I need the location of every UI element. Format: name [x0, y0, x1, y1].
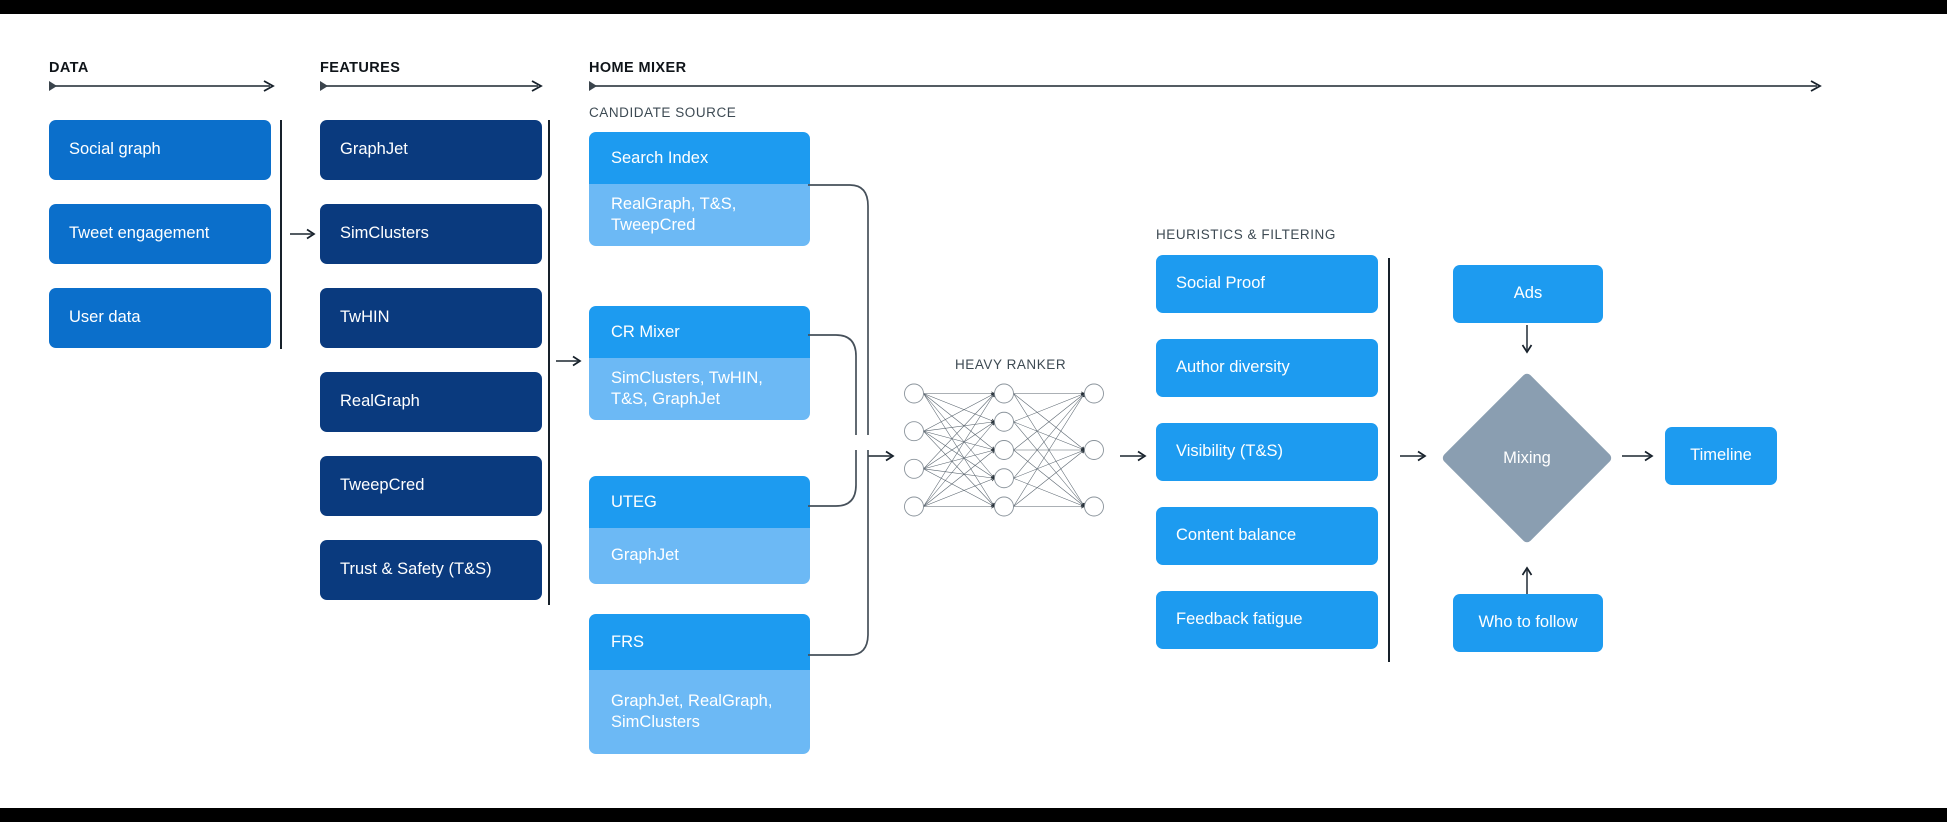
arrow-features-to-candidate-source — [556, 355, 584, 367]
section-arrow-features — [320, 80, 545, 92]
heuristic-box-visibility[interactable]: Visibility (T&S) — [1156, 423, 1378, 481]
sublabel-candidate-source: CANDIDATE SOURCE — [589, 105, 737, 120]
heuristic-box-content-balance[interactable]: Content balance — [1156, 507, 1378, 565]
heuristic-box-feedback-fatigue[interactable]: Feedback fatigue — [1156, 591, 1378, 649]
feature-box-trust-safety[interactable]: Trust & Safety (T&S) — [320, 540, 542, 600]
candidate-source-title: UTEG — [589, 476, 810, 528]
letterbox-bar-bottom — [0, 808, 1947, 822]
sublabel-heuristics: HEURISTICS & FILTERING — [1156, 227, 1336, 242]
candidate-source-card-frs[interactable]: FRS GraphJet, RealGraph, SimClusters — [589, 614, 810, 754]
section-label-data: DATA — [49, 60, 89, 76]
output-box-timeline[interactable]: Timeline — [1665, 427, 1777, 485]
arrow-heuristics-to-mixing — [1400, 450, 1430, 462]
candidate-source-card-cr-mixer[interactable]: CR Mixer SimClusters, TwHIN, T&S, GraphJ… — [589, 306, 810, 420]
arrow-who-to-follow-to-mixing — [1521, 563, 1533, 595]
candidate-source-card-search-index[interactable]: Search Index RealGraph, T&S, TweepCred — [589, 132, 810, 246]
section-arrow-home-mixer — [589, 80, 1824, 92]
arrow-data-to-features — [290, 228, 318, 240]
feature-box-tweepcred[interactable]: TweepCred — [320, 456, 542, 516]
section-arrow-data — [49, 80, 277, 92]
candidate-source-title: FRS — [589, 614, 810, 670]
section-label-features: FEATURES — [320, 60, 401, 76]
candidate-source-features: GraphJet — [589, 528, 810, 584]
candidate-source-features: RealGraph, T&S, TweepCred — [589, 184, 810, 246]
candidate-source-features: GraphJet, RealGraph, SimClusters — [589, 670, 810, 754]
data-box-social-graph[interactable]: Social graph — [49, 120, 271, 180]
connector-candidate-sources-to-ranker — [806, 180, 896, 710]
separator-data-features — [280, 120, 282, 349]
arrow-heavy-ranker-to-heuristics — [1120, 450, 1150, 462]
mixing-diamond-label: Mixing — [1503, 448, 1551, 467]
mixing-input-who-to-follow[interactable]: Who to follow — [1453, 594, 1603, 652]
feature-box-twhin[interactable]: TwHIN — [320, 288, 542, 348]
letterbox-bar-top — [0, 0, 1947, 14]
candidate-source-title: CR Mixer — [589, 306, 810, 358]
heuristic-box-social-proof[interactable]: Social Proof — [1156, 255, 1378, 313]
arrow-ads-to-mixing — [1521, 325, 1533, 357]
feature-box-realgraph[interactable]: RealGraph — [320, 372, 542, 432]
feature-box-simclusters[interactable]: SimClusters — [320, 204, 542, 264]
separator-heuristics-mixing — [1388, 258, 1390, 662]
section-label-home-mixer: HOME MIXER — [589, 60, 687, 76]
feature-box-graphjet[interactable]: GraphJet — [320, 120, 542, 180]
candidate-source-card-uteg[interactable]: UTEG GraphJet — [589, 476, 810, 584]
heavy-ranker-neural-network — [898, 380, 1110, 520]
heuristic-box-author-diversity[interactable]: Author diversity — [1156, 339, 1378, 397]
mixing-input-ads[interactable]: Ads — [1453, 265, 1603, 323]
data-box-tweet-engagement[interactable]: Tweet engagement — [49, 204, 271, 264]
candidate-source-features: SimClusters, TwHIN, T&S, GraphJet — [589, 358, 810, 420]
arrow-candidate-source-to-heavy-ranker — [868, 450, 898, 462]
data-box-user-data[interactable]: User data — [49, 288, 271, 348]
sublabel-heavy-ranker: HEAVY RANKER — [955, 357, 1067, 372]
candidate-source-title: Search Index — [589, 132, 810, 184]
separator-features-homemixer — [548, 120, 550, 605]
arrow-mixing-to-timeline — [1622, 450, 1658, 462]
